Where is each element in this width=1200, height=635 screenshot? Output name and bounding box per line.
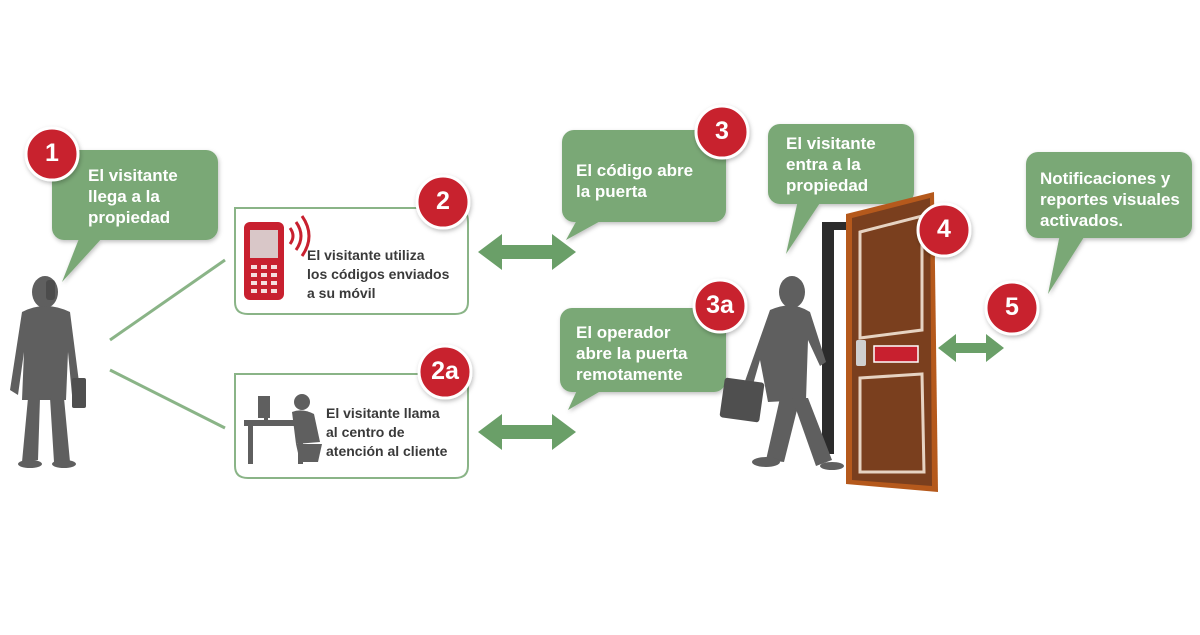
badge-1-label: 1: [45, 139, 59, 167]
door-frame: [822, 222, 862, 454]
badge-3: [694, 104, 750, 160]
badge-2a: [417, 344, 473, 400]
step-2-text: El visitante utiliza los códigos enviado…: [307, 247, 450, 301]
bubble-step-3: [562, 130, 726, 240]
badge-2a-label: 2a: [431, 357, 459, 385]
step-2a-text: El visitante llama al centro de atención…: [326, 405, 448, 459]
badge-3a-label: 3a: [706, 291, 734, 319]
double-arrow-icon: [478, 234, 576, 450]
bubble-step-1: [52, 150, 218, 282]
badge-4: [916, 202, 972, 258]
badge-2-label: 2: [436, 187, 450, 215]
badge-5: [984, 280, 1040, 336]
step-4-text: El visitante entra a la propiedad: [786, 134, 876, 195]
bubble-step-4: [768, 124, 914, 254]
bubble-step-3a: [560, 308, 726, 410]
connector-line-bottom: [109, 368, 226, 430]
badge-2: [415, 174, 471, 230]
step-5-text: Notificaciones y reportes visuales activ…: [1040, 169, 1180, 230]
connector-line-top: [109, 258, 226, 342]
step-3-text: El código abre la puerta: [576, 161, 694, 201]
call-center-icon: [244, 394, 322, 464]
badge-3-label: 3: [715, 117, 729, 145]
person-entering-icon: [719, 276, 844, 470]
double-arrow-right-icon: [938, 334, 1004, 362]
badge-1: [24, 126, 80, 182]
badge-5-label: 5: [1005, 293, 1019, 321]
person-phone-icon: [10, 276, 86, 468]
door-icon: [846, 192, 938, 492]
mobile-phone-icon: [244, 215, 311, 300]
badge-3a: [692, 278, 748, 334]
bubble-step-5: [1026, 152, 1192, 294]
badge-4-label: 4: [937, 215, 951, 243]
step-3a-text: El operador abre la puerta remotamente: [576, 323, 688, 384]
step-1-text: El visitante llega a la propiedad: [88, 166, 178, 227]
